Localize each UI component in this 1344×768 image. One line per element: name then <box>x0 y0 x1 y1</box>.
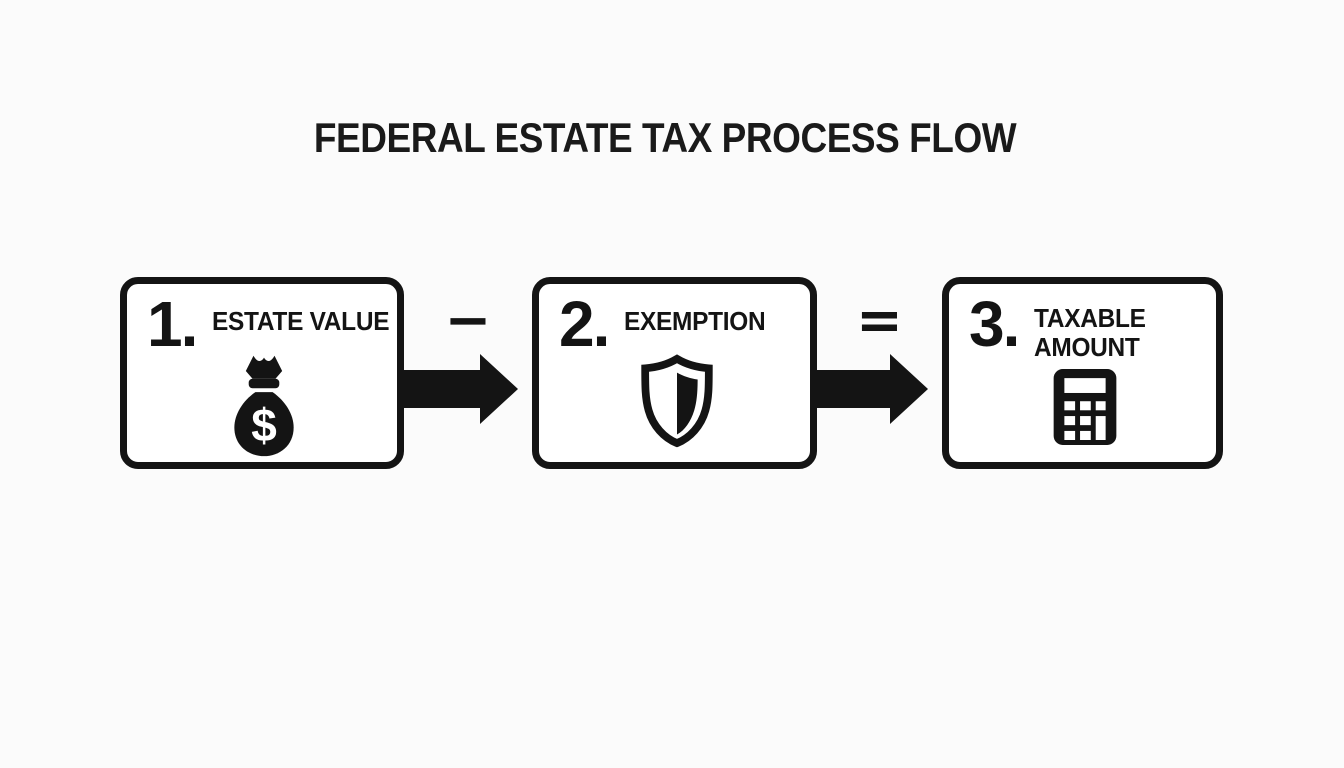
step-2-header: 2. EXEMPTION <box>559 288 794 360</box>
step-box-taxable-amount: 3. TAXABLE AMOUNT <box>942 277 1223 469</box>
right-arrow-icon <box>817 354 928 424</box>
connector-minus: − <box>404 292 532 426</box>
step-1-header: 1. ESTATE VALUE <box>147 288 390 360</box>
step-box-exemption: 2. EXEMPTION <box>532 277 817 469</box>
step-2-number: 2. <box>559 288 610 360</box>
step-2-label: EXEMPTION <box>624 306 766 336</box>
calculator-icon <box>1053 369 1116 446</box>
dollar-sign-glyph: $ <box>251 399 277 451</box>
minus-operator: − <box>444 288 492 353</box>
step-3-label: TAXABLE AMOUNT <box>1034 303 1146 363</box>
equals-operator: = <box>856 288 903 353</box>
step-3-number: 3. <box>969 288 1020 360</box>
step-1-number: 1. <box>147 288 198 360</box>
step-1-label: ESTATE VALUE <box>212 306 390 336</box>
diagram-title: FEDERAL ESTATE TAX PROCESS FLOW <box>0 114 1330 162</box>
money-bag-icon: $ <box>234 356 294 457</box>
step-3-header: 3. TAXABLE AMOUNT <box>969 288 1200 363</box>
step-3-icon-area <box>969 362 1200 452</box>
connector-equals: = <box>817 292 942 426</box>
step-1-icon-area: $ <box>147 350 381 460</box>
step-box-estate-value: 1. ESTATE VALUE $ <box>120 277 404 469</box>
shield-icon <box>640 354 713 448</box>
right-arrow-icon <box>404 354 518 424</box>
diagram-title-text: FEDERAL ESTATE TAX PROCESS FLOW <box>313 114 1017 161</box>
step-2-icon-area <box>559 350 794 452</box>
